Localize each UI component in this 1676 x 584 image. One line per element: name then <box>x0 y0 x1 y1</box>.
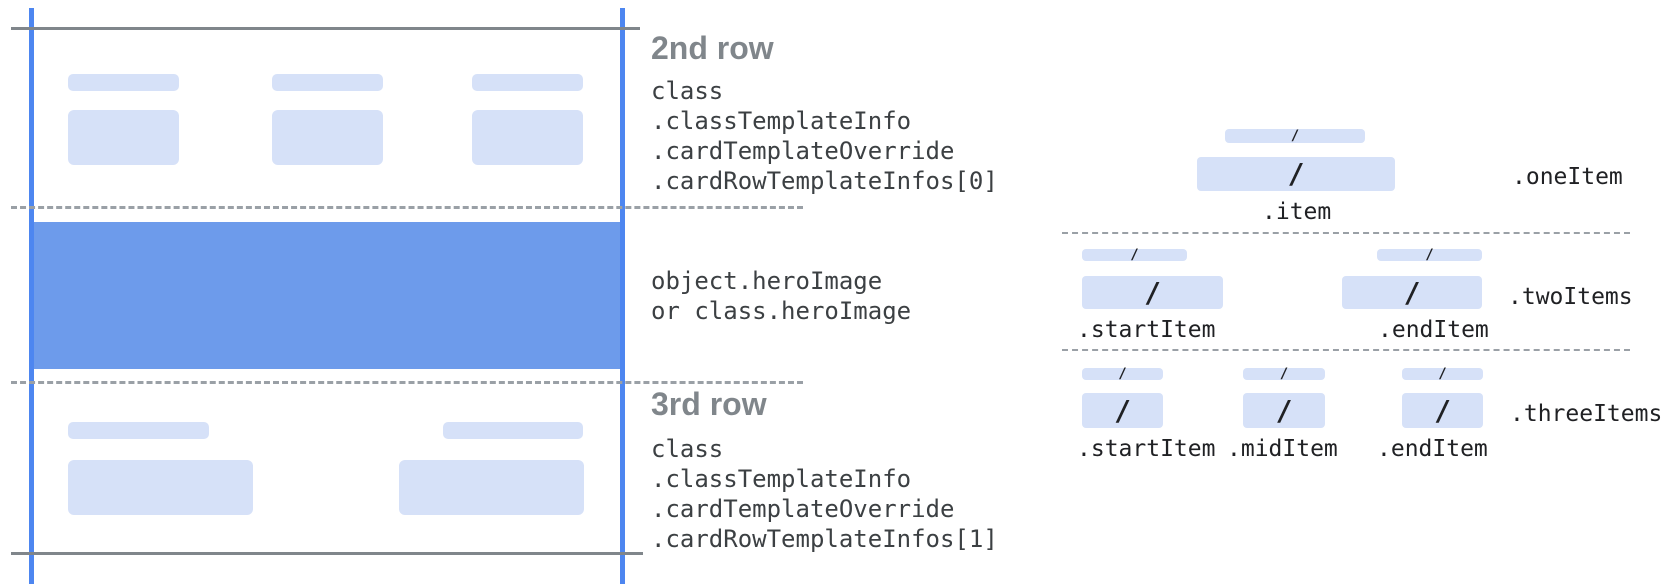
slash-glyph: / <box>1403 275 1421 309</box>
hero-code-line: or class.heroImage <box>651 297 912 325</box>
card-left-edge-line <box>29 8 34 584</box>
three-items-end-label-bar: / <box>1402 366 1483 382</box>
row2-col1-label-placeholder <box>68 74 179 91</box>
row3-heading: 3rd row <box>651 386 767 422</box>
one-item-label-bar: / <box>1225 129 1365 143</box>
row2-code-line: .classTemplateInfo <box>651 107 912 135</box>
one-item-divider <box>1062 232 1630 234</box>
three-items-mid-label: .midItem <box>1227 436 1338 462</box>
hero-bottom-dashed-divider <box>11 381 803 384</box>
card-bottom-boundary-line <box>11 552 643 555</box>
two-items-divider <box>1062 349 1630 351</box>
row2-col1-value-placeholder <box>68 110 179 165</box>
two-items-start-value-bar: / <box>1082 276 1223 309</box>
row3-code-line: .cardRowTemplateInfos[1] <box>651 525 998 553</box>
three-items-row-label: .threeItems <box>1510 401 1663 427</box>
row3-code-line: .classTemplateInfo <box>651 465 912 493</box>
row2-code-line: .cardTemplateOverride <box>651 137 955 165</box>
row2-col3-value-placeholder <box>472 110 583 165</box>
row3-code-block: class .classTemplateInfo .cardTemplateOv… <box>651 434 998 554</box>
three-items-end-label: .endItem <box>1377 436 1488 462</box>
three-items-mid-label-bar: / <box>1243 366 1325 382</box>
two-items-start-label-bar: / <box>1082 247 1187 263</box>
row2-col2-value-placeholder <box>272 110 383 165</box>
slash-glyph: / <box>1130 247 1139 263</box>
row3-col1-value-placeholder <box>68 460 253 515</box>
three-items-start-value-bar: / <box>1082 393 1163 428</box>
slash-glyph: / <box>1279 366 1289 382</box>
row3-col1-label-placeholder <box>68 422 209 439</box>
row2-bottom-dashed-divider <box>11 206 803 209</box>
slash-glyph: / <box>1118 366 1127 382</box>
hero-image-band <box>34 222 620 369</box>
slash-glyph: / <box>1144 275 1161 309</box>
three-items-start-label-bar: / <box>1082 366 1163 382</box>
row3-code-line: class <box>651 435 724 463</box>
slash-glyph: / <box>1287 157 1305 190</box>
slash-glyph: / <box>1290 128 1300 144</box>
slash-glyph: / <box>1275 393 1293 427</box>
row3-col2-label-placeholder <box>443 422 583 439</box>
three-items-end-value-bar: / <box>1402 393 1483 428</box>
three-items-start-label: .startItem <box>1077 436 1216 462</box>
one-item-row-label: .oneItem <box>1512 164 1623 190</box>
card-right-edge-line <box>620 8 625 584</box>
two-items-row-label: .twoItems <box>1508 284 1633 310</box>
row3-code-line: .cardTemplateOverride <box>651 495 955 523</box>
row2-col3-label-placeholder <box>472 74 583 91</box>
two-items-start-label: .startItem <box>1077 317 1216 343</box>
row2-code-block: class .classTemplateInfo .cardTemplateOv… <box>651 76 998 196</box>
row3-col2-value-placeholder <box>399 460 584 515</box>
two-items-end-value-bar: / <box>1342 276 1482 309</box>
slash-glyph: / <box>1438 366 1447 382</box>
row2-code-line: .cardRowTemplateInfos[0] <box>651 167 998 195</box>
card-top-boundary-line <box>11 27 640 30</box>
slash-glyph: / <box>1425 247 1434 263</box>
one-item-item-label: .item <box>1262 199 1332 225</box>
two-items-end-label-bar: / <box>1377 247 1482 263</box>
two-items-end-label: .endItem <box>1378 317 1489 343</box>
hero-code-block: object.heroImage or class.heroImage <box>651 266 911 326</box>
hero-code-line: object.heroImage <box>651 267 883 295</box>
one-item-value-bar: / <box>1197 157 1395 191</box>
slash-glyph: / <box>1434 393 1451 427</box>
row2-code-line: class <box>651 77 724 105</box>
three-items-mid-value-bar: / <box>1243 393 1325 428</box>
row2-heading: 2nd row <box>651 30 774 66</box>
row2-col2-label-placeholder <box>272 74 383 91</box>
slash-glyph: / <box>1114 393 1131 427</box>
